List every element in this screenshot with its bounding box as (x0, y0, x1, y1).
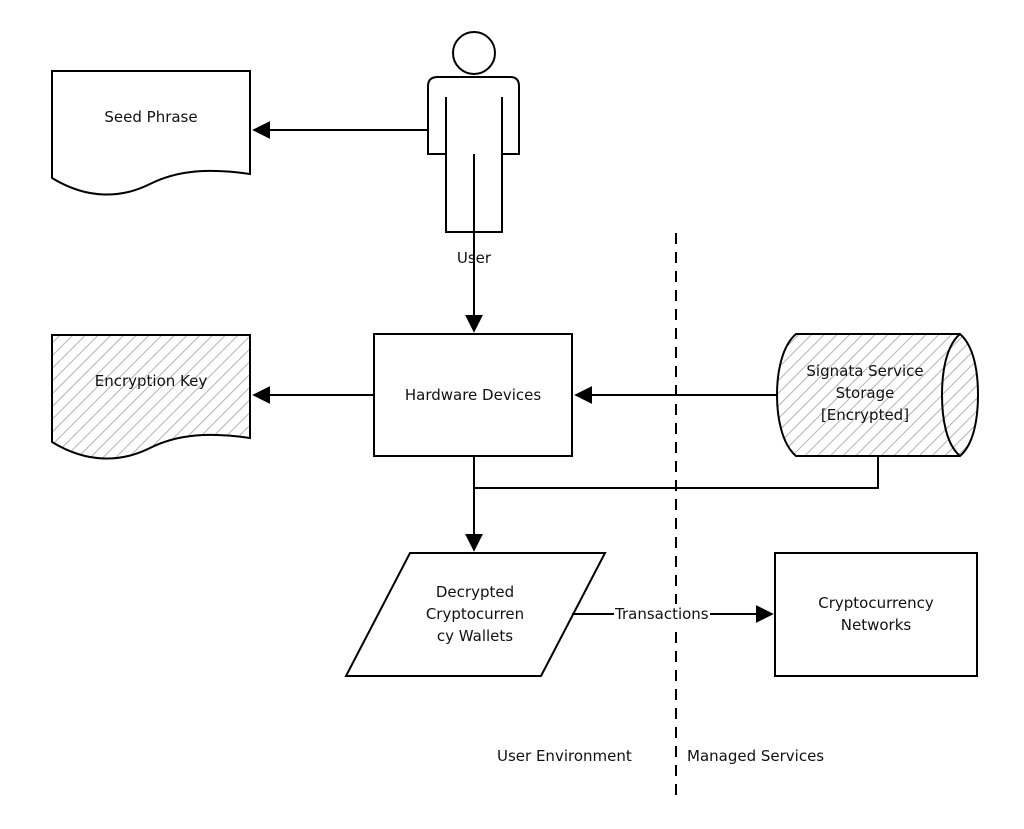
transactions-edge-label: Transactions (614, 604, 710, 624)
edge-storage-to-junction (474, 456, 879, 489)
cryptocurrency-networks-label: Cryptocurrency Networks (818, 594, 934, 634)
encryption-key-label: Encryption Key (94, 372, 208, 390)
decrypted-wallets-parallelogram (344, 552, 607, 677)
seed-phrase-label: Seed Phrase (104, 108, 198, 126)
hardware-devices-label: Hardware Devices (404, 386, 542, 404)
user-actor-icon (427, 31, 520, 233)
service-storage-label: Signata Service Storage [Encrypted] (806, 362, 924, 424)
user-label: User (456, 249, 492, 267)
cryptocurrency-networks-box (774, 552, 978, 677)
hardware-devices-box (373, 333, 573, 457)
zone-label-user-environment: User Environment (496, 746, 633, 766)
storage-rim (940, 333, 961, 457)
seed-phrase-document (51, 70, 251, 196)
decrypted-wallets-label: Decrypted Cryptocurren cy Wallets (425, 583, 525, 645)
zone-label-managed-services: Managed Services (686, 746, 826, 766)
encryption-key-document (51, 334, 251, 460)
